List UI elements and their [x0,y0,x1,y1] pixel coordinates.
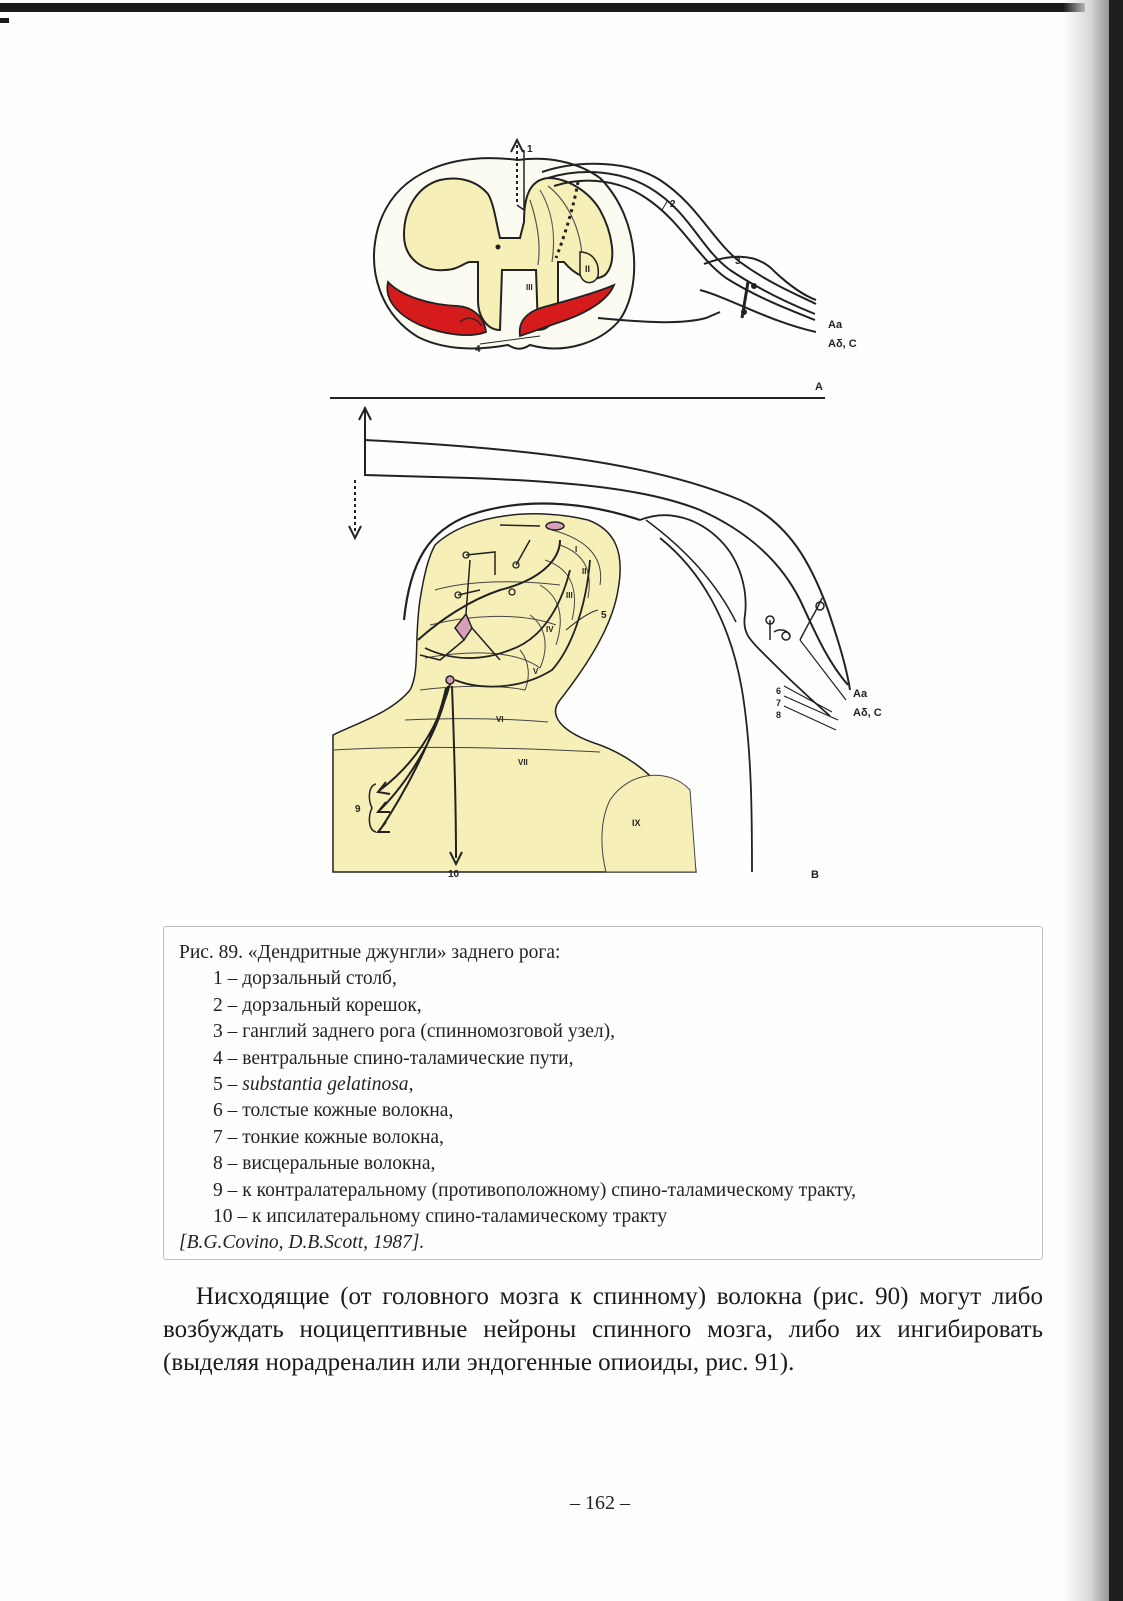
dorsal-horn-gray [332,513,697,873]
lamina-label-b: I [575,545,577,554]
ventral-tract-left [386,280,487,336]
label-1: 1 [527,144,533,155]
panel-b: I II III IV V VI VII IX [332,405,882,881]
caption-item-8: 8 – висцеральные волокна, [213,1153,436,1175]
panel-a: II III 1 2 3 4 Aa Aδ, C A [330,137,857,399]
caption-item-5: 5 – substantia gelatinosa, [213,1074,414,1096]
label-2: 2 [670,199,676,210]
page-corner-mark [0,18,9,23]
page-top-rule [0,3,1085,12]
caption-item-7: 7 – тонкие кожные волокна, [213,1126,444,1148]
lamina-label-b: IV [546,625,554,634]
panel-label-b: B [811,869,819,881]
caption-item-2: 2 – дорзальный корешок, [213,994,422,1016]
ventral-tract-right [518,283,616,338]
lamina-label-b: IX [632,818,641,828]
label-6: 6 [776,686,781,696]
caption-item-6: 6 – толстые кожные волокна, [213,1100,454,1122]
lamina-label-a: II [585,264,590,274]
caption-item-9: 9 – к контралатеральному (противоположно… [213,1179,856,1201]
label-3: 3 [735,256,741,267]
fiber-label-aa: Aa [853,688,868,700]
fiber-label-adelta-c: Aδ, C [828,338,857,350]
lamina-label-a: III [526,283,533,292]
dorsal-horn-laminae [529,185,583,266]
caption-title: Рис. 89. «Дендритные джунгли» заднего ро… [179,942,561,963]
fiber-label-adelta-c: Aδ, C [853,707,882,719]
fiber-label-aa: Aa [828,319,843,331]
gray-matter [402,176,614,332]
lamina-label-b: II [582,567,586,576]
label-10: 10 [448,869,460,880]
lamina-label-b: VII [518,758,528,767]
label-8: 8 [776,710,781,720]
caption-item-3: 3 – ганглий заднего рога (спинномозговой… [213,1021,616,1043]
dorsal-root-fibers [541,162,817,321]
figure-dorsal-horn: II III 1 2 3 4 Aa Aδ, C A [330,137,882,881]
caption-item-10: 10 – к ипсилатеральному спино-таламическ… [213,1206,668,1228]
label-7: 7 [776,698,781,708]
label-5: 5 [601,610,607,621]
label-4: 4 [475,344,481,355]
panel-label-a: A [815,381,823,393]
caption-item-4: 4 – вентральные спино-таламические пути, [213,1047,574,1069]
lamina-label-b: III [566,591,573,600]
page-number: – 162 – [570,1492,630,1514]
lamina-label-b: V [533,667,539,676]
label-9: 9 [355,804,361,815]
body-paragraph: Нисходящие (от головного мозга к спинном… [163,1283,1043,1376]
body-text: Нисходящие (от головного мозга к спинном… [163,1280,1043,1379]
figure-caption: Рис. 89. «Дендритные джунгли» заднего ро… [163,926,1043,1260]
lamina-label-b: VI [496,715,504,724]
caption-citation: [B.G.Covino, D.B.Scott, 1987]. [179,1232,425,1254]
caption-item-1: 1 – дорзальный столб, [213,968,397,990]
page-edge-dark [1109,0,1123,1601]
